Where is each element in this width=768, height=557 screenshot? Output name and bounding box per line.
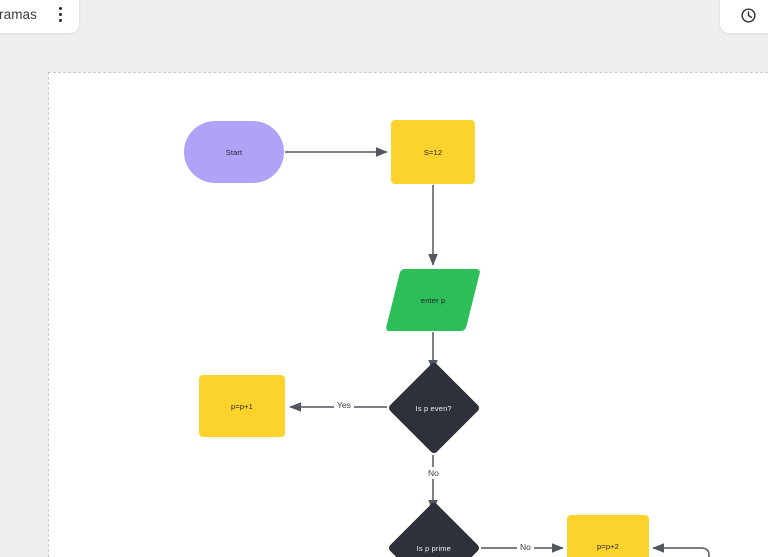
- node-start[interactable]: Start: [184, 121, 284, 183]
- node-s12[interactable]: S=12: [391, 120, 475, 184]
- document-tab-title: ramas: [0, 7, 37, 23]
- kebab-menu-icon[interactable]: [51, 0, 69, 28]
- node-p-equals-p-plus-1[interactable]: p=p+1: [199, 375, 285, 437]
- node-label: Is p prime: [416, 543, 452, 553]
- clock-history-icon[interactable]: [737, 5, 759, 27]
- node-label: Start: [225, 147, 243, 157]
- edge-label-yes: Yes: [334, 399, 354, 411]
- node-p-equals-p-plus-2[interactable]: p=p+2: [567, 515, 649, 557]
- node-enter-p[interactable]: enter p: [385, 269, 481, 331]
- top-bar: [0, 0, 768, 34]
- edge-pp2-selfloop: [652, 543, 710, 557]
- flowchart: Start S=12 enter p Is p even? p=p+1 Is p…: [49, 73, 768, 557]
- edge-label-no-prime: No: [517, 541, 534, 553]
- node-label: enter p: [420, 295, 446, 305]
- top-right-toolbar: [720, 0, 768, 33]
- node-label: p=p+1: [230, 401, 254, 411]
- node-label: p=p+2: [596, 541, 620, 551]
- node-label: S=12: [423, 147, 443, 157]
- diagram-canvas[interactable]: Start S=12 enter p Is p even? p=p+1 Is p…: [48, 72, 768, 557]
- edge-label-no-even: No: [425, 467, 442, 479]
- document-tab[interactable]: ramas: [0, 0, 79, 33]
- node-label: Is p even?: [415, 403, 453, 413]
